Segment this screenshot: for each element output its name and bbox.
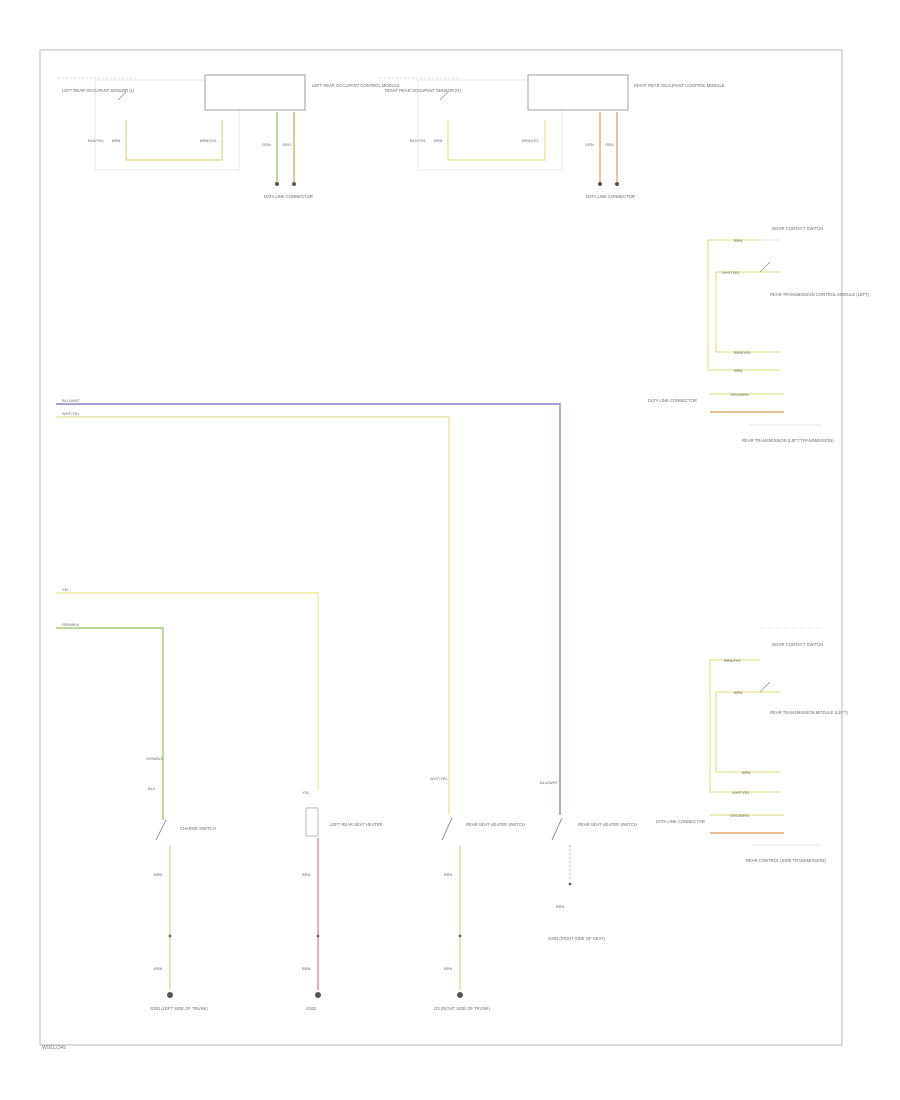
wire-label: BRN [302,966,311,971]
switch-3-label: REAR SEAT HEATER SWITCH [466,822,525,827]
left-occupant-group: LEFT REAR OCCUPANT SENSOR (L) LEFT REAR … [58,74,400,199]
right-sensor-wire [447,120,546,161]
wire-label: BRN/YEL [734,350,752,355]
transmission-group: DOOR CONTACT SWITCH BRN WHT/YEL BRN/YEL … [648,226,870,443]
column-3: WHT/YEL REAR SEAT HEATER SWITCH BRN BRN … [430,776,525,1011]
wire-label: GRN/BLK [62,622,80,627]
wire-label: BLK/YEL [88,138,105,143]
lamp-label: LEFT REAR SEAT HEATER [330,822,383,827]
switch-blade [441,817,453,841]
wire-label: GRN [585,142,594,147]
rear-footer-label: REAR CONTROL (SIDE TRANSMISSION) [746,858,826,863]
trans-module-label: REAR TRANSMISSION CONTROL MODULE (LEFT) [770,292,870,297]
yellow-branch [56,592,319,790]
column-2: YEL LEFT REAR SEAT HEATER BRN BRN G302 [302,790,383,1011]
trans-yellow-wire [707,239,780,371]
trans-data-link-label: DATA LINK CONNECTOR [648,398,697,403]
wire-label: BRN [154,966,163,971]
wire-label: BRN/YEL [724,658,742,663]
heater-element [305,807,319,837]
wire-label: ORG [605,142,614,147]
diagram-reference-code: W0012345 [42,1045,67,1051]
connector-terminal [598,182,602,186]
switch-blade [155,819,167,841]
diagram-border [39,49,843,1046]
left-control-label: LEFT REAR OCCUPANT CONTROL MODULE [312,83,400,88]
ground-terminal [167,992,173,998]
main-buses: BLU/WHT WHT/YEL YEL GRN/BLK [56,398,561,815]
left-group-frame [94,79,240,171]
wire-label: BRN [302,872,311,877]
wire-label: YEL [302,790,310,795]
wire-label: BRN [556,904,565,909]
wire-label: WHT/YEL [732,790,751,795]
switch-1-label: CHARGE SWITCH [180,826,216,831]
wire-label: YEL [62,587,70,592]
right-sensor-label: RIGHT REAR OCCUPANT SENSOR (R) [385,88,461,93]
wire-label: ORG [282,142,291,147]
wire-label: BLU/WHT [62,398,81,403]
trans-footer-label: REAR TRANSMISSION (LEFT TRANSMISSION) [742,438,834,443]
wire-label: WHT/YEL [722,270,741,275]
wire-label: BRN [154,872,163,877]
right-control-label: RIGHT REAR OCCUPANT CONTROL MODULE [634,83,725,88]
connector-terminal [292,182,296,186]
right-group-frame [417,79,563,171]
wire-label: BRN/YEL [522,138,540,143]
rear-module-label: REAR TRANSMISSION MODULE (LEFT) [770,710,848,715]
ground-2-label: G302 [306,1006,317,1011]
wire-label: BRN [444,966,453,971]
ground-terminal [315,992,321,998]
yellow-bus [56,416,450,815]
wire-label: BLK [148,786,156,791]
connector-terminal [615,182,619,186]
wire-label: BLU/WHT [540,780,559,785]
right-data-link-label: DATA LINK CONNECTOR [586,194,635,199]
wire-label: ORG/BRN [730,813,749,818]
ground-1-label: G301 (LEFT SIDE OF TRUNK) [150,1006,208,1011]
right-occupant-group: RIGHT REAR OCCUPANT SENSOR (R) RIGHT REA… [380,74,725,199]
switch-4-label: REAR SEAT HEATER SWITCH [578,822,637,827]
connector-terminal [275,182,279,186]
wire-label: BRN [734,690,743,695]
wire-label: BRN [742,770,751,775]
ground-3-label: G3 (RIGHT SIDE OF TRUNK) [434,1006,491,1011]
wire-label: BRN [734,238,743,243]
column-1: GRN/BLK BLK CHARGE SWITCH BRN BRN G301 (… [146,756,216,1011]
switch-blade [551,817,563,841]
purple-bus [56,403,561,815]
column-4: BLU/WHT REAR SEAT HEATER SWITCH BRN G303… [540,780,637,941]
wire-label: ORG/BRN [730,392,749,397]
green-branch [56,627,164,790]
rear-module-group: DOOR CONTACT SWITCH BRN/YEL BRN BRN WHT/… [656,627,848,863]
left-data-link-label: DATA LINK CONNECTOR [264,194,313,199]
wire-label: BLK/YEL [410,138,427,143]
left-control-module [204,74,306,111]
wire-label: WHT/YEL [62,411,81,416]
ground-4-label: G303 (RIGHT SIDE OF SEAT) [548,936,605,941]
wire-label: BRN/YEL [200,138,218,143]
wire-label: GRN [262,142,271,147]
right-control-module [527,74,629,111]
door-switch-2-label: DOOR CONTACT SWITCH [772,642,823,647]
rear-data-link-label: DATA LINK CONNECTOR [656,819,705,824]
ground-terminal [457,992,463,998]
wire-label: BRN [444,872,453,877]
wire-label: BRN [734,368,743,373]
wire-label: GRN/BLK [146,756,164,761]
door-switch-1-label: DOOR CONTACT SWITCH [772,226,823,231]
left-sensor-label: LEFT REAR OCCUPANT SENSOR (L) [62,88,135,93]
wire-label: BRN [434,138,443,143]
wire-label: BRN [112,138,121,143]
wire-label: WHT/YEL [430,776,449,781]
